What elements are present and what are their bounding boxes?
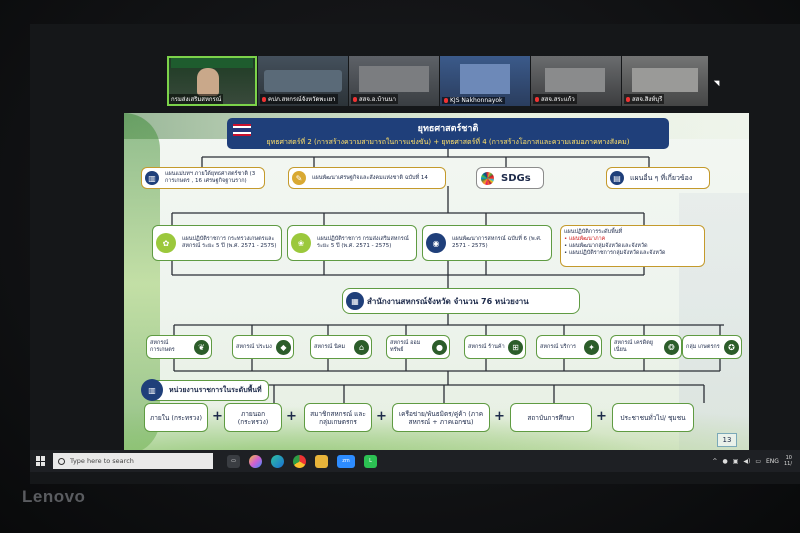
slide-title-banner: ยุทธศาสตร์ชาติ ยุทธศาสตร์ที่ 2 (การสร้าง… <box>227 118 669 149</box>
participant-name: กรมส่งเสริมสหกรณ์ <box>169 94 224 104</box>
volume-icon[interactable]: ◀) <box>743 457 751 465</box>
document-icon: ✎ <box>292 171 306 185</box>
local-agencies-header: ▥ หน่วยงานราชการในระดับพื้นที่ <box>138 378 269 402</box>
zoom-icon[interactable]: zm <box>337 454 355 468</box>
stakeholder-box: สมาชิกสหกรณ์ และกลุ่มเกษตรกร <box>304 403 372 432</box>
copilot-icon[interactable] <box>249 454 262 468</box>
stakeholder-box: สถาบันการศึกษา <box>510 403 592 432</box>
participant-tile[interactable]: คปภ.สหกรณ์จังหวัดพะเยา <box>258 56 348 106</box>
participant-name: คปภ.สหกรณ์จังหวัดพะเยา <box>260 94 338 104</box>
network-icon[interactable]: ▣ <box>732 457 739 465</box>
muted-mic-icon <box>444 98 448 103</box>
provincial-office-box: ▦ สำนักงานสหกรณ์จังหวัด จำนวน 76 หน่วยงา… <box>342 288 580 314</box>
department-seal-icon: ❀ <box>291 233 311 253</box>
ministry-seal-icon: ✿ <box>156 233 176 253</box>
coins-icon: ❂ <box>664 339 679 355</box>
cooperative-seal-icon: ◉ <box>426 233 446 253</box>
piggy-bank-icon: ● <box>432 339 447 355</box>
search-icon <box>58 457 65 465</box>
participant-name: สสจ.สิงห์บุรี <box>624 94 665 104</box>
cooperative-type-box: สหกรณ์ เครดิตยูเนี่ยน❂ <box>610 335 682 359</box>
cooperative-type-box: สหกรณ์ ประมง◆ <box>232 335 294 359</box>
muted-mic-icon <box>353 97 357 102</box>
windows-start-icon[interactable] <box>36 456 46 466</box>
slide-title: ยุทธศาสตร์ชาติ <box>417 124 479 134</box>
task-view-icon[interactable]: ▭ <box>227 454 240 468</box>
line-icon[interactable]: L <box>364 454 377 468</box>
edge-icon[interactable] <box>271 454 284 468</box>
lenovo-logo: Lenovo <box>22 487 86 506</box>
cooperative-type-box: สหกรณ์ การเกษตร❦ <box>146 335 212 359</box>
participant-tile[interactable]: สสจ.อ.บ้านนา <box>349 56 439 106</box>
cooperative-type-box: สหกรณ์ บริการ✦ <box>536 335 602 359</box>
participant-strip: กรมส่งเสริมสหกรณ์ คปภ.สหกรณ์จังหวัดพะเยา… <box>167 56 712 106</box>
handshake-icon: ✦ <box>584 339 599 355</box>
file-explorer-icon[interactable] <box>315 454 328 468</box>
cooperative-type-box: สหกรณ์ ร้านค้า⊞ <box>464 335 526 359</box>
plan-box: ▥ แผนแม่บทฯ ภายใต้ยุทธศาสตร์ชาติ (3 การเ… <box>141 167 265 189</box>
office-building-icon: ▦ <box>346 292 364 310</box>
sdgs-box: SDGs <box>476 167 544 189</box>
fish-icon: ◆ <box>276 339 291 355</box>
language-indicator[interactable]: ENG <box>766 457 779 465</box>
participant-tile[interactable]: สสจ.สิงห์บุรี <box>622 56 708 106</box>
plan-box: ▤ แผนอื่น ๆ ที่เกี่ยวข้อง <box>606 167 710 189</box>
taskbar-search-box[interactable]: Type here to search <box>53 453 213 469</box>
building-icon: ▥ <box>145 171 159 185</box>
participant-name: สสจ.อ.บ้านนา <box>351 94 399 104</box>
participant-name: สสจ.สระแก้ว <box>533 94 577 104</box>
stakeholder-box: เครือข่าย/พันธมิตร/คู่ค้า (ภาคสหกรณ์ + ภ… <box>392 403 490 432</box>
sdg-wheel-icon <box>481 171 494 185</box>
cooperative-type-box: สหกรณ์ ออมทรัพย์● <box>386 335 450 359</box>
battery-icon[interactable]: ▭ <box>755 457 762 465</box>
thai-flag-icon <box>233 124 251 136</box>
windows-taskbar: Type here to search ▭ zm L ^ ● ▣ ◀) ▭ EN… <box>30 450 800 472</box>
slide-page-number: 13 <box>717 433 737 447</box>
participant-name: KJS Nakhonnayok <box>442 97 505 104</box>
stakeholder-box: ประชาชนทั่วไป/ ชุมชน <box>612 403 694 432</box>
cart-icon: ⊞ <box>508 339 523 355</box>
cooperative-type-box: สหกรณ์ นิคม⌂ <box>310 335 372 359</box>
people-icon: ✪ <box>724 339 739 355</box>
stakeholder-box: ภายนอก (กระทรวง) <box>224 403 282 432</box>
plan-box: ❀ แผนปฏิบัติราชการ กรมส่งเสริมสหกรณ์ ระย… <box>287 225 417 261</box>
chevron-up-icon[interactable]: ^ <box>712 457 718 465</box>
stakeholder-box: ภายใน (กระทรวง) <box>144 403 208 432</box>
connector-lines <box>153 149 724 403</box>
participant-tile[interactable]: กรมส่งเสริมสหกรณ์ <box>167 56 257 106</box>
plan-box: แผนปฏิบัติการระดับพื้นที่ • แผนพัฒนาภาค … <box>560 225 705 267</box>
participant-tile[interactable]: KJS Nakhonnayok <box>440 56 530 106</box>
house-icon: ⌂ <box>354 339 369 355</box>
clipboard-icon: ▤ <box>610 171 624 185</box>
plan-box: ✎ แผนพัฒนาเศรษฐกิจและสังคมแห่งชาติ ฉบับท… <box>288 167 446 189</box>
government-building-icon: ▥ <box>141 379 163 401</box>
muted-mic-icon <box>626 97 630 102</box>
plus-sign: + <box>494 409 505 424</box>
plus-sign: + <box>596 409 607 424</box>
microphone-icon[interactable]: ● <box>722 457 728 465</box>
plan-box: ◉ แผนพัฒนาการสหกรณ์ ฉบับที่ 6 (พ.ศ. 2571… <box>422 225 552 261</box>
muted-mic-icon <box>535 97 539 102</box>
chrome-icon[interactable] <box>293 454 306 468</box>
cooperative-type-box: กลุ่ม เกษตรกร✪ <box>682 335 742 359</box>
participant-tile[interactable]: สสจ.สระแก้ว <box>531 56 621 106</box>
presentation-slide: ยุทธศาสตร์ชาติ ยุทธศาสตร์ที่ 2 (การสร้าง… <box>124 113 749 455</box>
plus-sign: + <box>376 409 387 424</box>
plus-sign: + <box>212 409 223 424</box>
plan-box: ✿ แผนปฏิบัติราชการ กระทรวงเกษตรและสหกรณ์… <box>152 225 282 261</box>
muted-mic-icon <box>262 97 266 102</box>
slide-subtitle: ยุทธศาสตร์ที่ 2 (การสร้างความสามารถในการ… <box>266 138 630 146</box>
leaf-icon: ❦ <box>194 339 209 355</box>
plus-sign: + <box>286 409 297 424</box>
